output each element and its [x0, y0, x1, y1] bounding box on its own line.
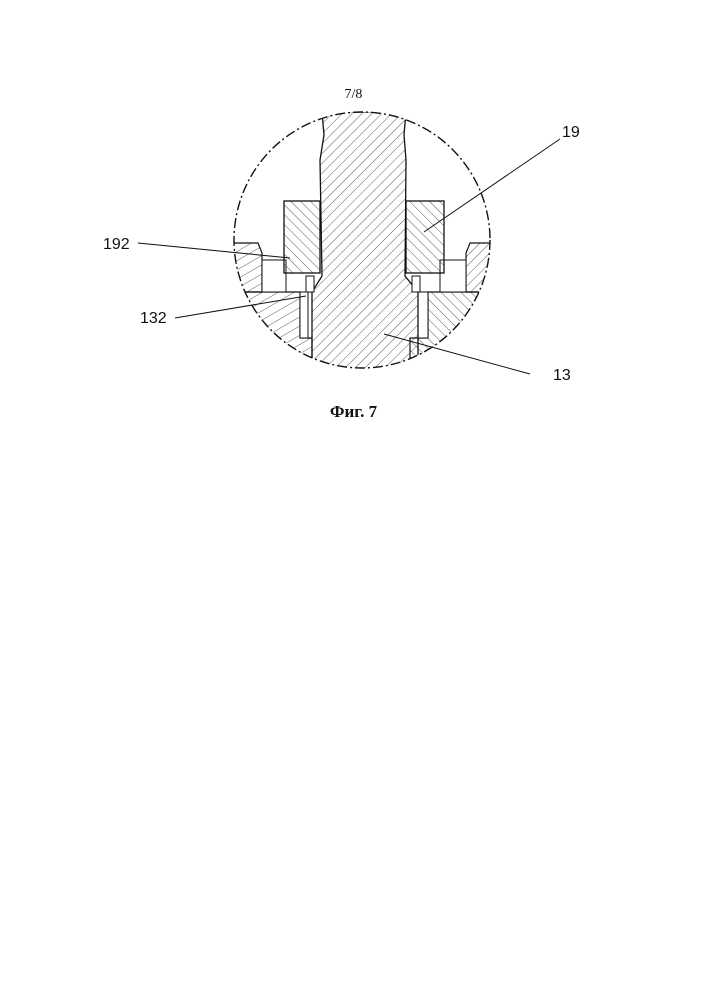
label-192: 192 — [103, 236, 130, 253]
lug-left-gap — [262, 260, 286, 292]
collar-132-left — [306, 276, 314, 292]
label-13: 13 — [553, 367, 571, 384]
leader-192 — [138, 243, 290, 258]
bushing-left-192 — [284, 201, 320, 273]
shaft-13 — [312, 112, 418, 370]
label-19: 19 — [562, 124, 580, 141]
label-132: 132 — [140, 310, 167, 327]
lug-right — [466, 243, 492, 292]
bushing-right-19 — [406, 201, 444, 273]
leader-19 — [424, 139, 560, 232]
left-slot — [300, 292, 308, 338]
collar-132-right — [412, 276, 420, 292]
figure-caption: Фиг. 7 — [0, 402, 707, 422]
right-slot — [418, 292, 428, 338]
base-plate-left — [220, 292, 312, 370]
